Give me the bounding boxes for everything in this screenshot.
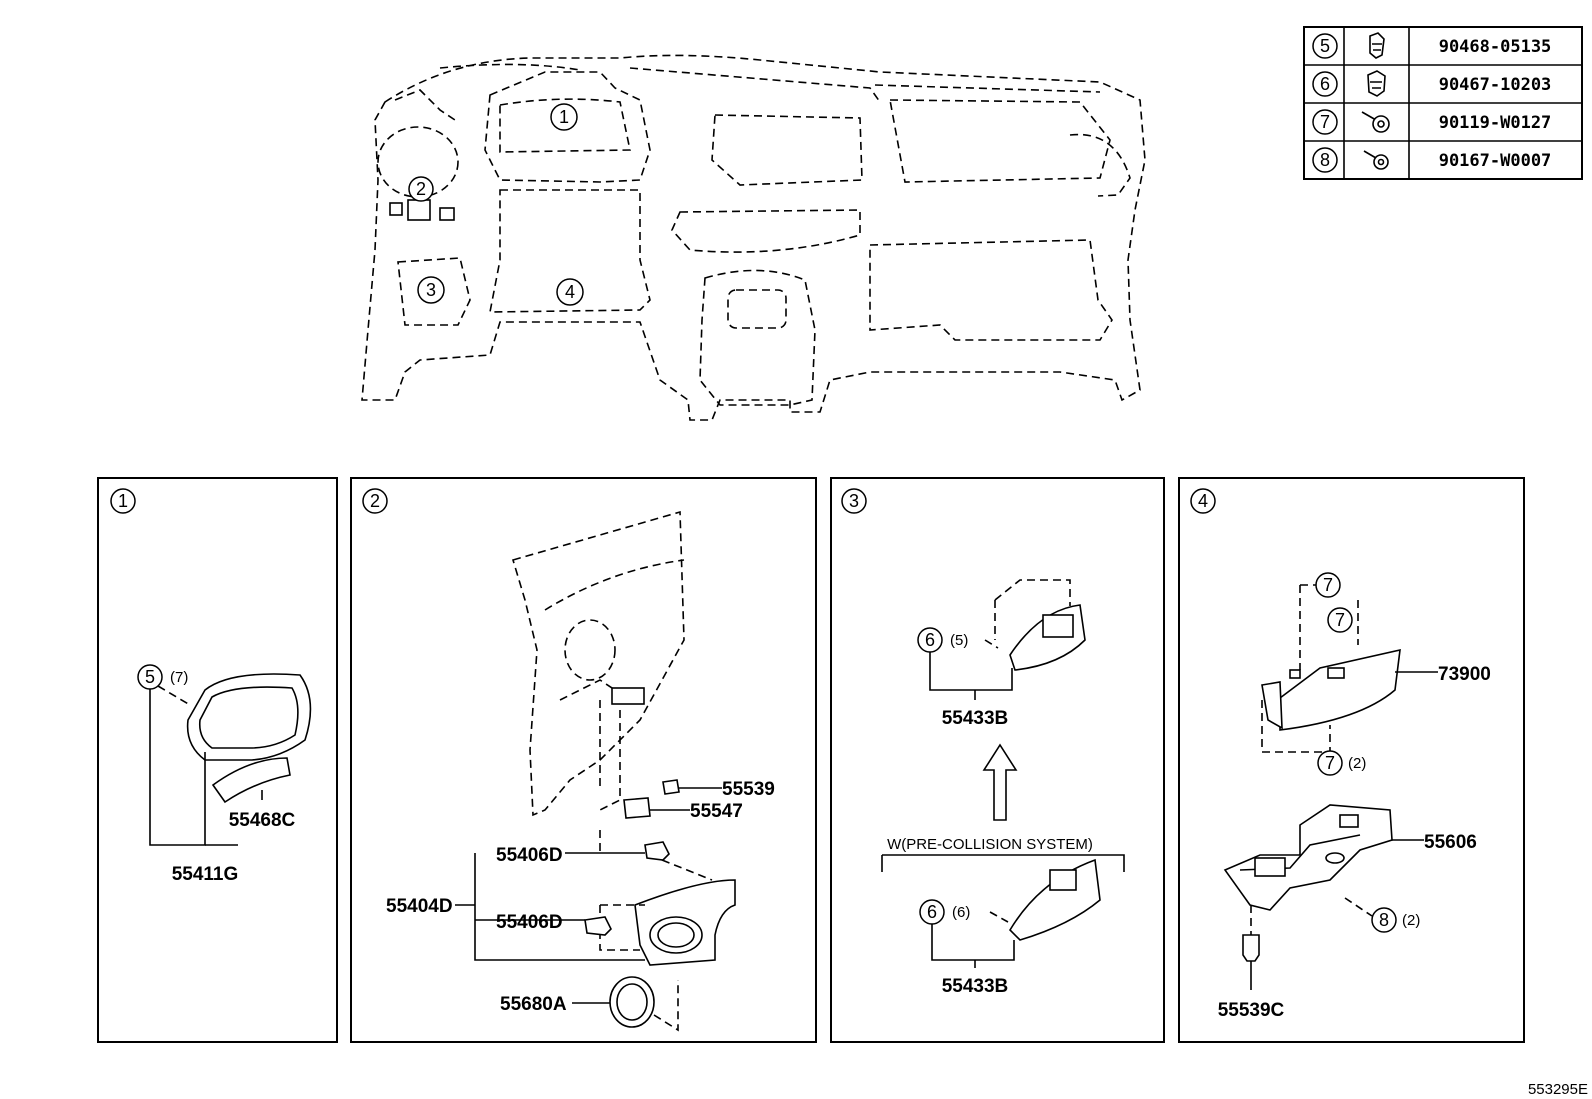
- svg-text:8: 8: [1379, 910, 1389, 930]
- knob-ring: [609, 976, 655, 1028]
- table-part-number: 90468-05135: [1439, 37, 1552, 57]
- part-number-label: 55406D: [496, 845, 563, 866]
- part-number-label: 55606: [1424, 832, 1477, 853]
- clip-part: [584, 916, 612, 936]
- part-number-label: 73900: [1438, 664, 1491, 685]
- part-number-label: 55433B: [942, 976, 1009, 997]
- figure-id: 553295E: [1528, 1081, 1588, 1098]
- detail-panel-4: 4 7 7 7 (2) 73900: [1178, 477, 1525, 1043]
- overview-callout: 4: [556, 278, 584, 306]
- svg-text:4: 4: [565, 282, 575, 302]
- screw-icon: [1363, 150, 1389, 170]
- overview-callout: 1: [550, 103, 578, 131]
- knee-panel: [634, 879, 736, 966]
- table-callout: 8: [1320, 150, 1330, 170]
- svg-text:6: 6: [925, 630, 935, 650]
- clip-icon: [1367, 70, 1386, 97]
- detail-panel-2: 2 55539 55547: [350, 477, 817, 1043]
- svg-text:2: 2: [416, 179, 426, 199]
- svg-text:1: 1: [559, 107, 569, 127]
- table-row: 7 90119-W0127: [1312, 109, 1552, 135]
- panel-callout: 2: [370, 491, 380, 511]
- detail-panel-1: 1 5 (7) 55468C 55411G: [97, 477, 338, 1043]
- fastener-callout: 6 (5): [917, 627, 968, 653]
- part-number-label: 55539: [722, 779, 775, 800]
- panel-callout: 4: [1198, 491, 1208, 511]
- panel-callout: 1: [118, 491, 128, 511]
- part-number-label: 55468C: [229, 810, 296, 831]
- part-number-label: 55680A: [500, 994, 567, 1015]
- cluster-trim: [211, 757, 291, 804]
- clip-icon: [1369, 32, 1385, 59]
- part-number-label: 55406D: [496, 912, 563, 933]
- table-part-number: 90167-W0007: [1439, 151, 1552, 171]
- clip-part: [644, 841, 670, 861]
- fastener-callout: 7: [1315, 572, 1341, 598]
- table-part-number: 90119-W0127: [1439, 113, 1552, 133]
- screw-icon: [1361, 111, 1390, 133]
- part-number-label: 55547: [690, 801, 743, 822]
- condition-label: W(PRE-COLLISION SYSTEM): [887, 836, 1093, 853]
- svg-text:6: 6: [927, 902, 937, 922]
- table-row: 8 90167-W0007: [1312, 147, 1552, 173]
- svg-text:(6): (6): [952, 904, 970, 921]
- table-callout: 6: [1320, 74, 1330, 94]
- fastener-callout: 7 (2): [1317, 750, 1366, 776]
- svg-text:(7): (7): [170, 669, 188, 686]
- table-part-number: 90467-10203: [1439, 75, 1552, 95]
- table-row: 6 90467-10203: [1312, 70, 1552, 97]
- svg-text:3: 3: [426, 280, 436, 300]
- part-number-label: 55539C: [1218, 1000, 1285, 1021]
- glove-box: [1261, 648, 1401, 731]
- svg-text:7: 7: [1325, 753, 1335, 773]
- part-number-label: 55433B: [942, 708, 1009, 729]
- table-callout: 5: [1320, 36, 1330, 56]
- svg-text:7: 7: [1335, 610, 1345, 630]
- overview-callout: 3: [417, 276, 445, 304]
- fastener-table: 5 90468-05135 6 90467-10203 7 90119-W012…: [1303, 26, 1583, 180]
- fastener-callout: 6 (6): [919, 899, 970, 925]
- svg-text:(5): (5): [950, 632, 968, 649]
- part-number-label: 55411G: [172, 864, 239, 885]
- fastener-callout: 8 (2): [1371, 907, 1420, 933]
- clip-part: [1242, 934, 1260, 962]
- dashboard-corner-view: [512, 510, 685, 817]
- clip-part: [623, 797, 651, 819]
- dashboard-overview: 1 2 3 4: [361, 54, 1146, 421]
- fastener-callout: 5 (7): [137, 664, 188, 690]
- clip-part: [662, 779, 680, 795]
- table-callout: 7: [1320, 112, 1330, 132]
- svg-text:(2): (2): [1348, 755, 1366, 772]
- table-row: 5 90468-05135: [1312, 32, 1552, 59]
- lower-cover-lower: [1008, 858, 1101, 941]
- overview-callout: 2: [408, 176, 434, 202]
- panel-callout: 3: [849, 491, 859, 511]
- svg-text:7: 7: [1323, 575, 1333, 595]
- part-number-label: 55404D: [386, 896, 453, 917]
- svg-text:(2): (2): [1402, 912, 1420, 929]
- support-bracket: [1223, 804, 1393, 911]
- detail-panel-3: 3 6 (5) 55433B W(PRE-COLLISION SYSTEM): [830, 477, 1165, 1043]
- svg-text:5: 5: [145, 667, 155, 687]
- lower-cover-upper: [994, 579, 1086, 671]
- fastener-callout: 7: [1327, 607, 1353, 633]
- cluster-hood: [186, 673, 312, 761]
- up-arrow-icon: [982, 743, 1018, 821]
